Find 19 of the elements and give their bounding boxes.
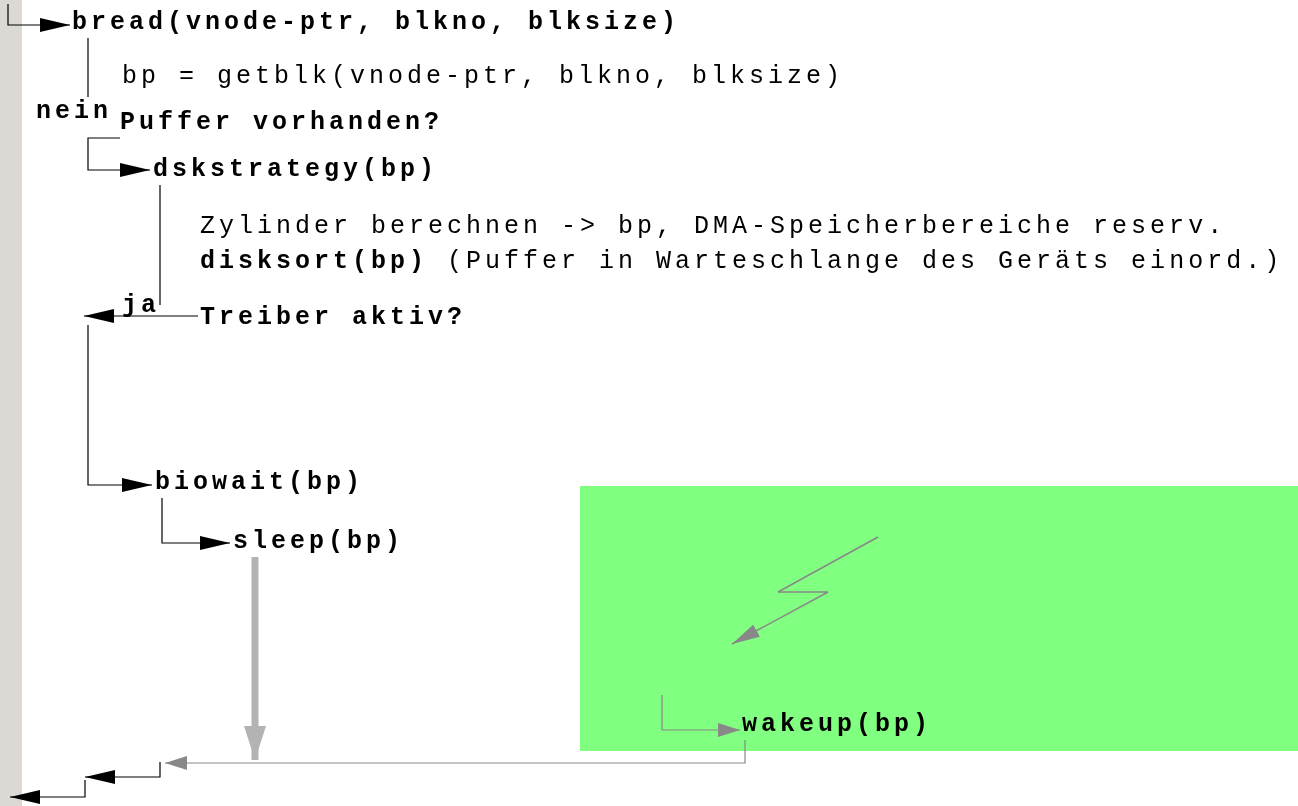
function-call-text: bread(vnode-ptr, blkno, blksize) [72,8,681,38]
arrow [7,3,71,32]
margin-bar [0,0,22,806]
statement-text: bp = getblk(vnode-ptr, blkno, blksize) [122,62,845,92]
statement-text: disksort(bp) (Puffer in Warteschlange des Geräts einord.) [200,247,1284,277]
arrow [164,739,746,770]
arrow [161,497,231,550]
condition-text: Puffer vorhanden? [120,108,444,138]
arrow [87,324,153,492]
interrupt-area [580,486,1298,751]
function-call-text: sleep(bp) [233,527,405,557]
arrow [661,694,741,737]
arrow [83,309,199,323]
function-call-text: biowait(bp) [155,468,365,498]
function-call-text: wakeup(bp) [742,710,933,740]
function-call-text: dskstrategy(bp) [153,155,439,185]
arrow [87,137,151,177]
statement-text: Zylinder berechnen -> bp, DMA-Speicherbereiche reserv. [200,212,1227,242]
condition-text: Treiber aktiv? [200,303,467,333]
